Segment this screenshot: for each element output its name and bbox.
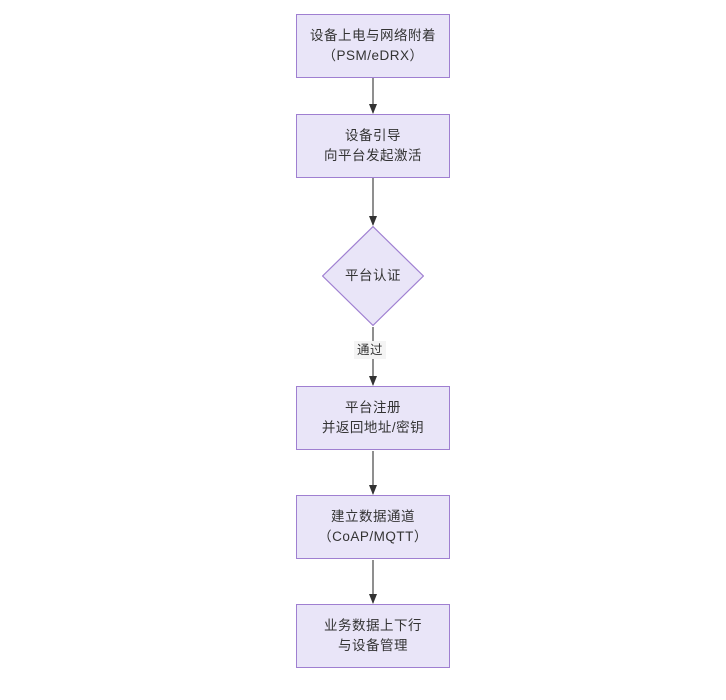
node-business-data[interactable]: 业务数据上下行 与设备管理: [296, 604, 450, 668]
node-platform-register[interactable]: 平台注册 并返回地址/密钥: [296, 386, 450, 450]
node-data-channel-line1: 建立数据通道: [331, 509, 415, 524]
node-bootstrap-line1: 设备引导: [345, 128, 401, 143]
node-platform-register-line2: 并返回地址/密钥: [321, 420, 425, 435]
node-platform-register-line1: 平台注册: [345, 400, 401, 415]
node-data-channel[interactable]: 建立数据通道 （CoAP/MQTT）: [296, 495, 450, 559]
node-power-on[interactable]: 设备上电与网络附着 （PSM/eDRX）: [296, 14, 450, 78]
node-power-on-line1: 设备上电与网络附着: [310, 28, 436, 43]
node-data-channel-line2: （CoAP/MQTT）: [318, 529, 428, 544]
node-platform-auth[interactable]: 平台认证: [322, 226, 424, 326]
diamond-shape: [322, 226, 424, 326]
node-bootstrap-line2: 向平台发起激活: [324, 148, 422, 163]
node-platform-auth-label: 平台认证: [345, 268, 401, 283]
edge-label-pass: 通过: [354, 341, 387, 359]
node-business-data-line2: 与设备管理: [338, 638, 408, 653]
node-bootstrap[interactable]: 设备引导 向平台发起激活: [296, 114, 450, 178]
node-power-on-line2: （PSM/eDRX）: [322, 48, 424, 63]
node-business-data-line1: 业务数据上下行: [324, 618, 422, 633]
